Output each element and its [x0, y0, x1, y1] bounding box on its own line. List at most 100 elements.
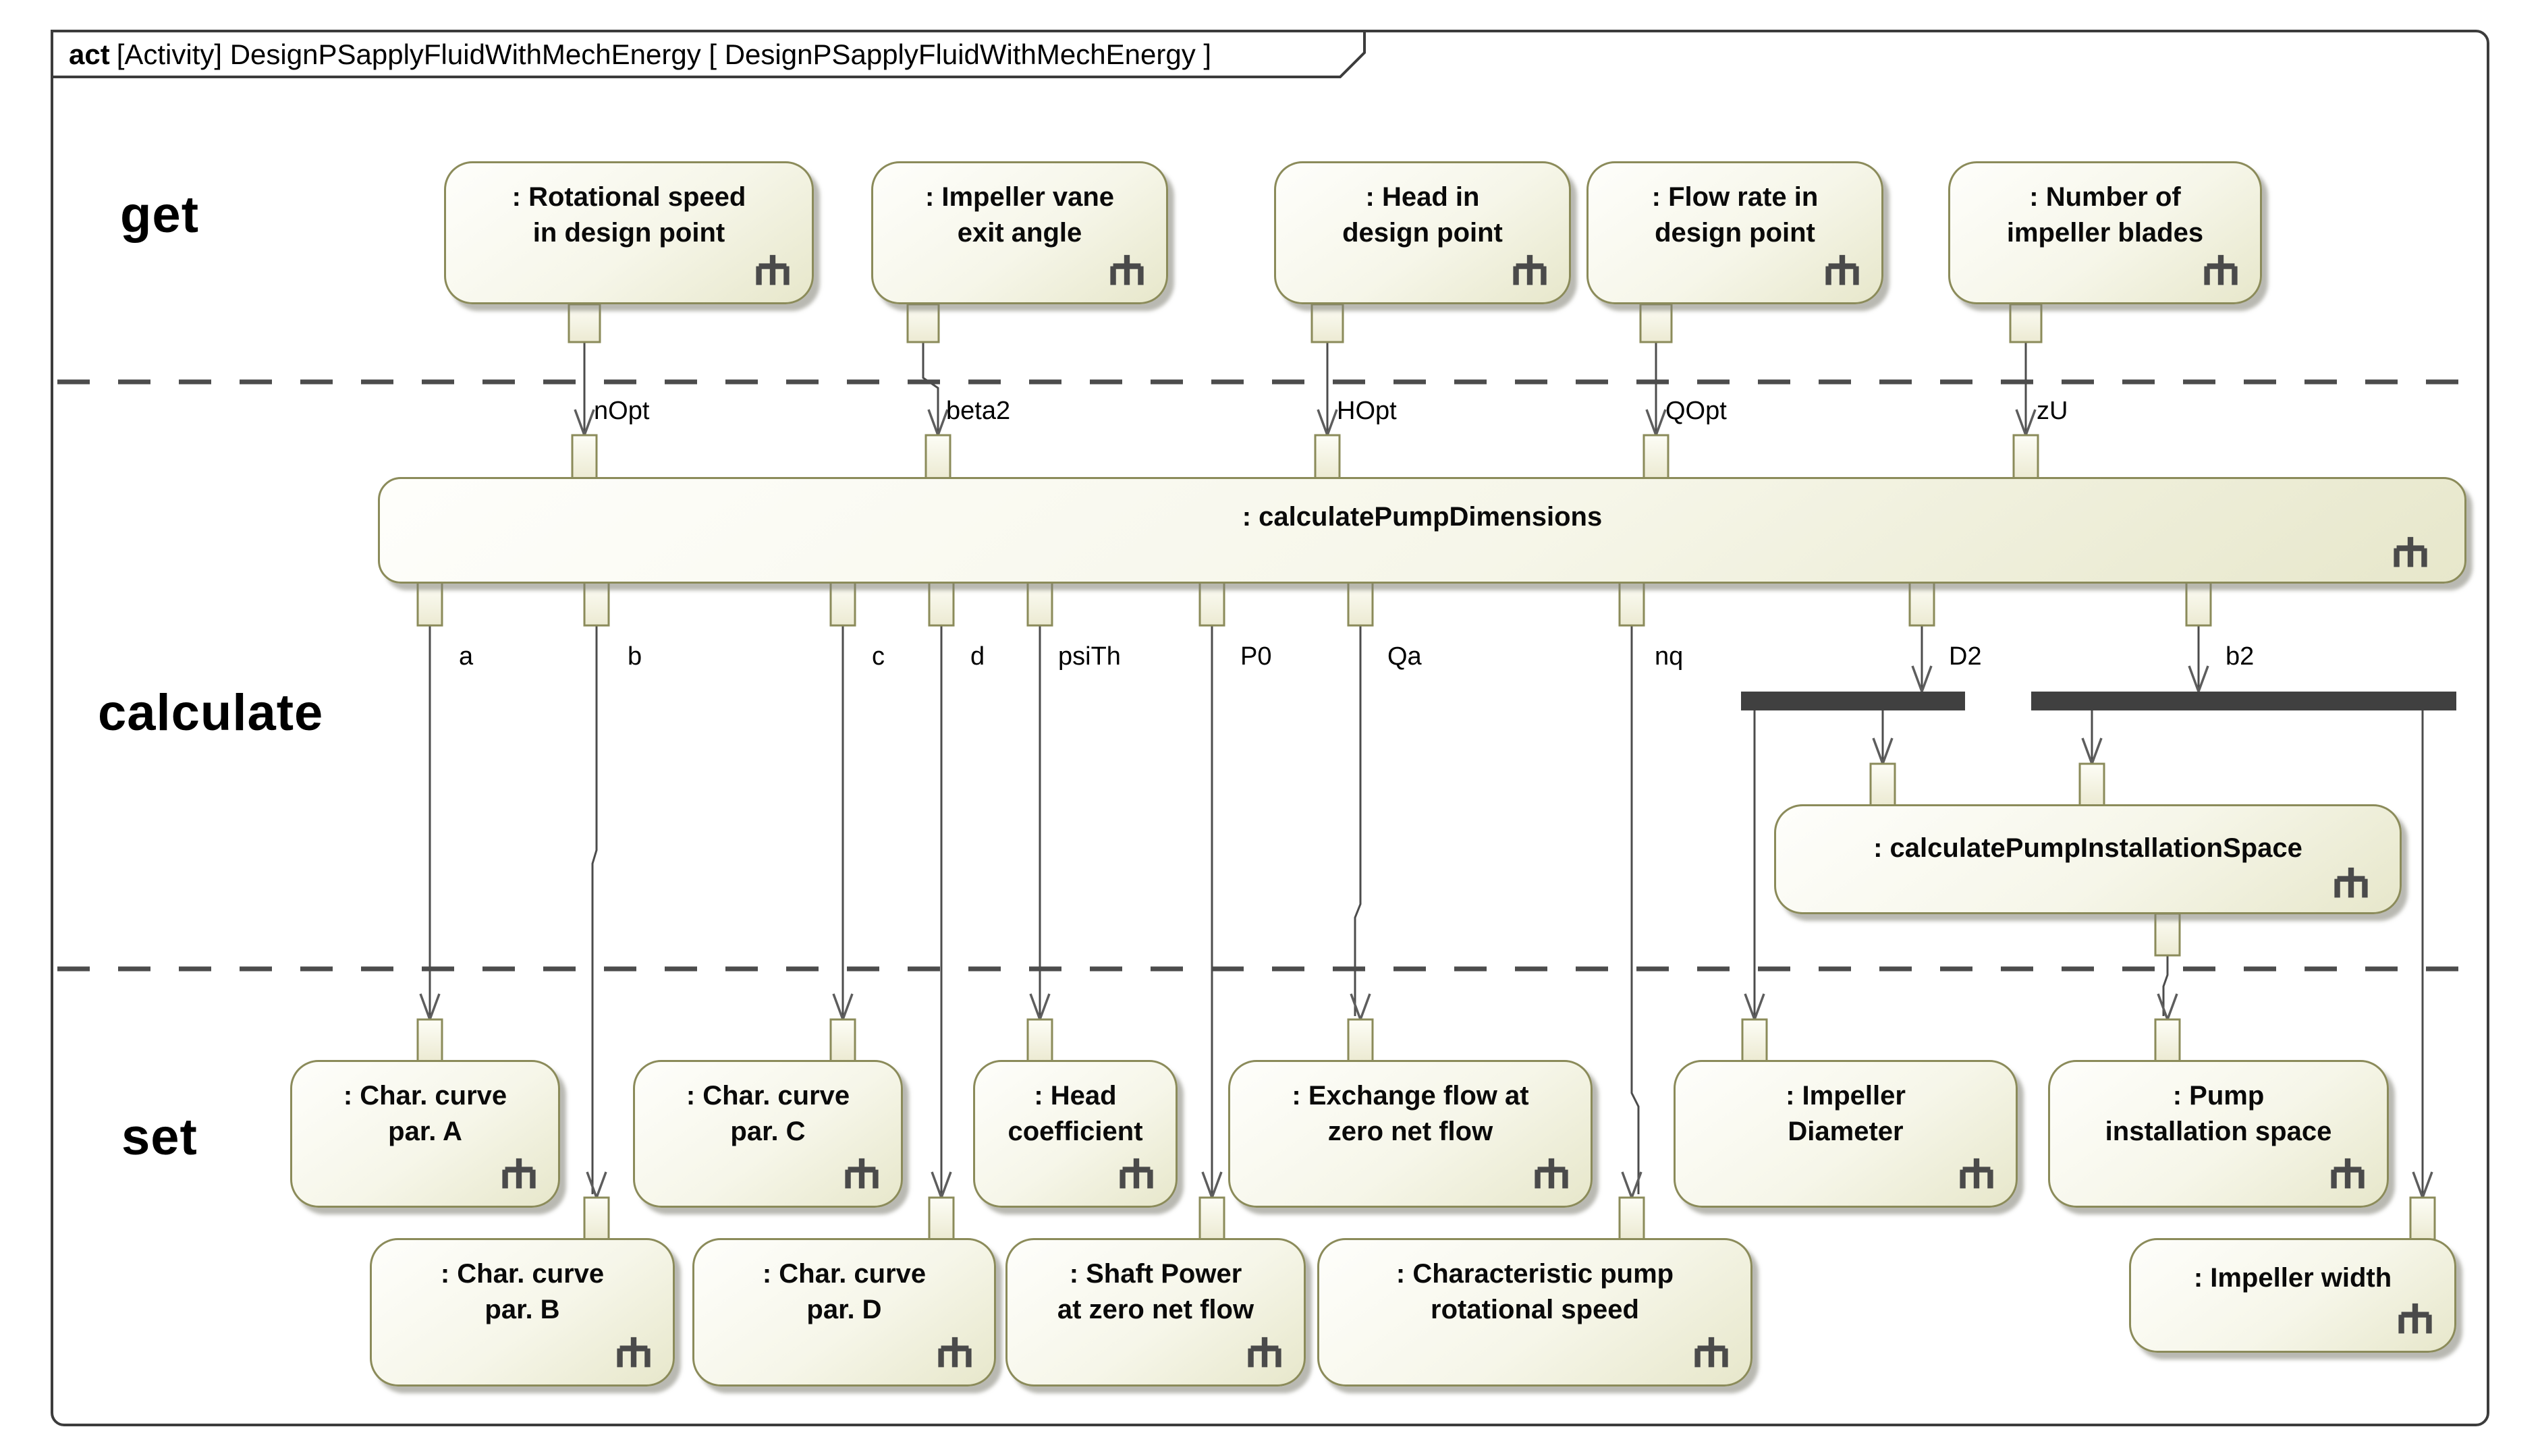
pin[interactable] — [1869, 762, 1896, 807]
pin-label-c: c — [872, 642, 885, 671]
object-node-char-curve-d[interactable]: : Char. curve par. D — [692, 1238, 996, 1387]
object-node-char-curve-c[interactable]: : Char. curve par. C — [633, 1060, 903, 1208]
node-label: : Flow rate in design point — [1651, 182, 1819, 248]
pin-label-d: d — [970, 642, 985, 671]
rake-icon — [1513, 254, 1547, 285]
rake-icon — [1110, 254, 1144, 285]
rake-icon — [2331, 1158, 2365, 1189]
pin-label-nopt: nOpt — [594, 397, 650, 425]
node-label: : Exchange flow at zero net flow — [1292, 1081, 1529, 1146]
pin-label-beta2: beta2 — [946, 397, 1011, 425]
pin[interactable] — [2012, 434, 2039, 480]
pin[interactable] — [1310, 303, 1344, 343]
lane-label-calculate: calculate — [98, 684, 324, 741]
fork-bars[interactable] — [1741, 692, 2456, 710]
pin[interactable] — [924, 434, 951, 480]
rake-icon — [2204, 254, 2238, 285]
object-node-exchange-flow[interactable]: : Exchange flow at zero net flow — [1228, 1060, 1593, 1208]
node-label: : Rotational speed in design point — [512, 182, 746, 248]
object-node-head-coefficient[interactable]: : Head coefficient — [973, 1060, 1178, 1208]
lane-label-set: set — [121, 1109, 198, 1166]
pin[interactable] — [2078, 762, 2105, 807]
object-node-impeller-vane-angle[interactable]: : Impeller vane exit angle — [871, 161, 1168, 304]
pin[interactable] — [1347, 581, 1374, 627]
pin[interactable] — [829, 1018, 856, 1063]
rake-icon — [1960, 1158, 1993, 1189]
node-label: : Pump installation space — [2105, 1081, 2332, 1146]
pin[interactable] — [416, 581, 443, 627]
rake-icon — [1120, 1158, 1153, 1189]
pin[interactable] — [928, 581, 955, 627]
pin[interactable] — [1347, 1018, 1374, 1063]
pin-label-psith: psiTh — [1058, 642, 1121, 671]
pin[interactable] — [2154, 912, 2181, 957]
node-label: : Impeller vane exit angle — [924, 182, 1115, 248]
pin[interactable] — [2409, 1196, 2436, 1241]
object-node-flow-rate-design-point[interactable]: : Flow rate in design point — [1586, 161, 1883, 304]
pin[interactable] — [1639, 303, 1673, 343]
fork-bar-d2[interactable] — [1741, 692, 1965, 710]
object-pins[interactable] — [416, 303, 2436, 1241]
pin[interactable] — [416, 1018, 443, 1063]
action-label: : calculatePumpInstallationSpace — [1873, 833, 2302, 863]
object-node-pump-installation-space[interactable]: : Pump installation space — [2048, 1060, 2389, 1208]
node-label: : Char. curve par. B — [440, 1259, 605, 1324]
pin[interactable] — [1026, 1018, 1053, 1063]
pin[interactable] — [2154, 1018, 2181, 1063]
pin[interactable] — [829, 581, 856, 627]
rake-icon — [2398, 1303, 2432, 1334]
pin[interactable] — [583, 581, 610, 627]
pin[interactable] — [568, 303, 601, 343]
pin[interactable] — [2185, 581, 2212, 627]
pin[interactable] — [1618, 1196, 1645, 1241]
action-calculate-pump-installation-space[interactable]: : calculatePumpInstallationSpace — [1774, 804, 2402, 914]
pin[interactable] — [1741, 1018, 1768, 1063]
rake-icon — [1248, 1337, 1281, 1368]
rake-icon — [938, 1337, 972, 1368]
object-node-char-curve-a[interactable]: : Char. curve par. A — [290, 1060, 560, 1208]
node-label: : Shaft Power at zero net flow — [1057, 1259, 1254, 1324]
pin-label-p0: P0 — [1240, 642, 1272, 671]
pin-label-qa: Qa — [1387, 642, 1422, 671]
pin-label-zu: zU — [2037, 397, 2068, 425]
pin[interactable] — [1908, 581, 1935, 627]
pin[interactable] — [1198, 581, 1225, 627]
object-node-number-impeller-blades[interactable]: : Number of impeller blades — [1948, 161, 2262, 304]
rake-icon — [2394, 536, 2427, 567]
node-label: : Impeller Diameter — [1786, 1081, 1906, 1146]
object-node-shaft-power[interactable]: : Shaft Power at zero net flow — [1005, 1238, 1306, 1387]
pin[interactable] — [1026, 581, 1053, 627]
diagram-kind-keyword: act — [69, 38, 110, 70]
object-node-impeller-width[interactable]: : Impeller width — [2129, 1238, 2456, 1353]
rake-icon — [756, 254, 790, 285]
node-label: : Char. curve par. D — [762, 1259, 927, 1324]
rake-icon — [1825, 254, 1859, 285]
rake-icon — [617, 1337, 651, 1368]
rake-icon — [2334, 867, 2368, 898]
pin[interactable] — [928, 1196, 955, 1241]
pin-label-a: a — [459, 642, 474, 671]
pin[interactable] — [906, 303, 940, 343]
action-calculate-pump-dimensions[interactable]: : calculatePumpDimensions — [378, 477, 2466, 584]
object-node-rotational-speed[interactable]: : Rotational speed in design point — [444, 161, 814, 304]
object-node-impeller-diameter[interactable]: : Impeller Diameter — [1674, 1060, 2018, 1208]
object-node-char-curve-b[interactable]: : Char. curve par. B — [370, 1238, 675, 1387]
pin-label-b: b — [628, 642, 642, 671]
pin[interactable] — [1198, 1196, 1225, 1241]
object-node-characteristic-pump-speed[interactable]: : Characteristic pump rotational speed — [1317, 1238, 1752, 1387]
pin[interactable] — [1642, 434, 1669, 480]
node-label: : Char. curve par. A — [343, 1081, 507, 1146]
action-label: : calculatePumpDimensions — [1242, 502, 1603, 532]
lane-separators — [57, 379, 2486, 972]
fork-bar-b2[interactable] — [2031, 692, 2456, 710]
pin-label-b2: b2 — [2226, 642, 2255, 671]
pin[interactable] — [1314, 434, 1341, 480]
pin[interactable] — [571, 434, 598, 480]
object-node-head-design-point[interactable]: : Head in design point — [1274, 161, 1571, 304]
pin-label-d2: D2 — [1949, 642, 1982, 671]
pin[interactable] — [1618, 581, 1645, 627]
pin[interactable] — [2009, 303, 2043, 343]
pin[interactable] — [583, 1196, 610, 1241]
